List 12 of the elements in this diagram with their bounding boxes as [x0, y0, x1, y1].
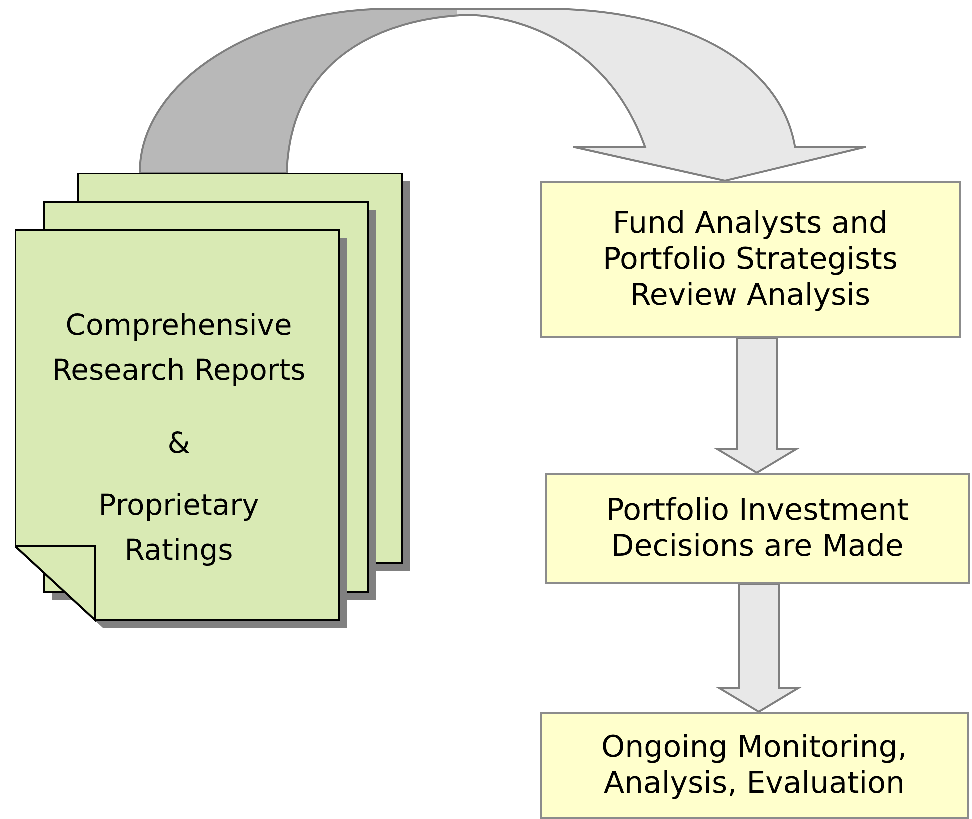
node-text: Comprehensive Research Reports [51, 307, 307, 389]
node-text: Proprietary Ratings [98, 487, 260, 569]
block-arrow [139, 8, 868, 182]
block-arrow [715, 583, 803, 714]
block-arrow [713, 337, 801, 474]
node-text: Portfolio Investment Decisions are Made [605, 492, 910, 564]
node-text: Ongoing Monitoring, Analysis, Evaluation [600, 730, 908, 802]
process-box [540, 181, 961, 338]
node-text: Fund Analysts and Portfolio Strategists Review Analysis [602, 206, 900, 314]
process-box [545, 473, 970, 584]
node-text: & [166, 425, 192, 462]
process-box [540, 712, 969, 819]
